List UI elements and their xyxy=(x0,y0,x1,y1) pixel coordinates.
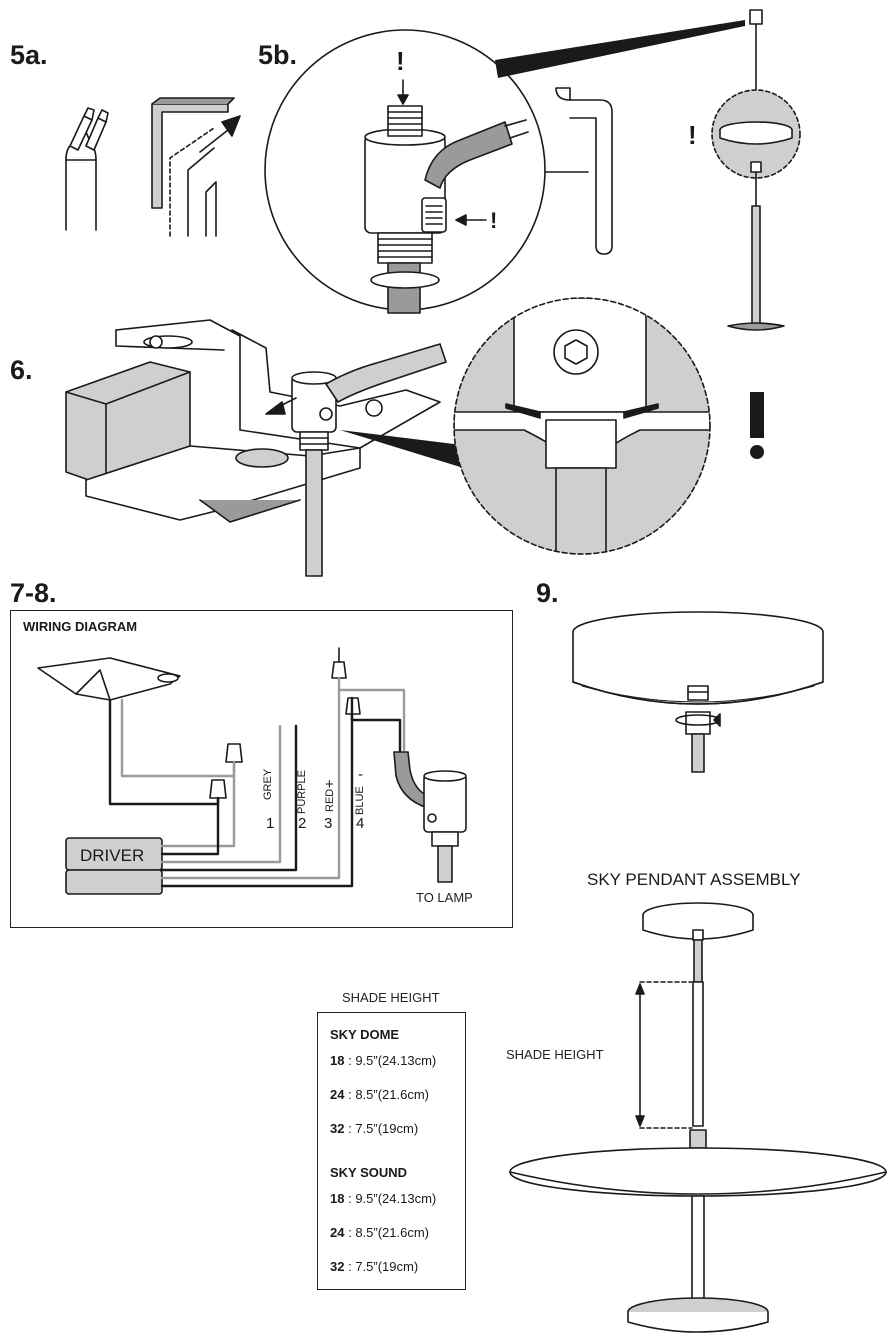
wiring-diagram-drawing xyxy=(37,647,467,895)
wire-number-1: 1 xyxy=(266,815,275,832)
canopy-closeup-illustration xyxy=(572,611,824,773)
table-row: 18 : 9.5”(24.13cm) xyxy=(330,1191,437,1206)
table-row: 24 : 8.5”(21.6cm) xyxy=(330,1225,430,1240)
warning-mark-canopy: ! xyxy=(688,120,697,150)
warning-mark-screw: ! xyxy=(490,208,498,233)
wiring-diagram-panel: WIRING DIAGRAM xyxy=(10,610,513,928)
assembly-shade-height-label: SHADE HEIGHT xyxy=(506,1047,604,1062)
pendant-overview-illustration xyxy=(711,9,801,331)
wiring-diagram-title: WIRING DIAGRAM xyxy=(23,619,138,634)
wire-sign-minus: - xyxy=(358,766,363,783)
to-lamp-label: TO LAMP xyxy=(416,890,473,905)
table-row: 32 : 7.5”(19cm) xyxy=(330,1121,419,1136)
table-row: 18 : 9.5”(24.13cm) xyxy=(330,1053,437,1068)
step-6-label: 6. xyxy=(10,355,33,385)
fitting-detail-circle xyxy=(264,20,745,314)
wire-number-3: 3 xyxy=(324,815,333,832)
stripped-cable-illustration xyxy=(65,107,109,231)
table-caption: SHADE HEIGHT xyxy=(342,990,440,1005)
table-row: 32 : 7.5”(19cm) xyxy=(330,1259,419,1274)
step-5a-label: 5a. xyxy=(10,40,48,70)
warning-mark-top: ! xyxy=(396,46,405,76)
step-9-label: 9. xyxy=(536,578,559,608)
wire-sign-plus: + xyxy=(325,776,334,793)
bracket-detail-circle xyxy=(453,297,711,555)
assembly-title: SKY PENDANT ASSEMBLY xyxy=(587,870,801,889)
group-name-sky-dome: SKY DOME xyxy=(330,1027,400,1042)
wire-number-2: 2 xyxy=(298,815,307,832)
pendant-assembly-illustration xyxy=(509,902,887,1333)
group-name-sky-sound: SKY SOUND xyxy=(330,1165,408,1180)
shade-height-table: SKY DOME 18 : 9.5”(24.13cm) 24 : 8.5”(21… xyxy=(317,1012,466,1290)
driver-label: DRIVER xyxy=(80,846,145,865)
step-7-8-label: 7-8. xyxy=(10,578,57,608)
folded-wire-illustration xyxy=(151,97,241,237)
step-5b-label: 5b. xyxy=(258,40,298,70)
canopy-bracket-illustration xyxy=(65,319,470,577)
wire-number-4: 4 xyxy=(356,815,365,832)
table-row: 24 : 8.5”(21.6cm) xyxy=(330,1087,430,1102)
